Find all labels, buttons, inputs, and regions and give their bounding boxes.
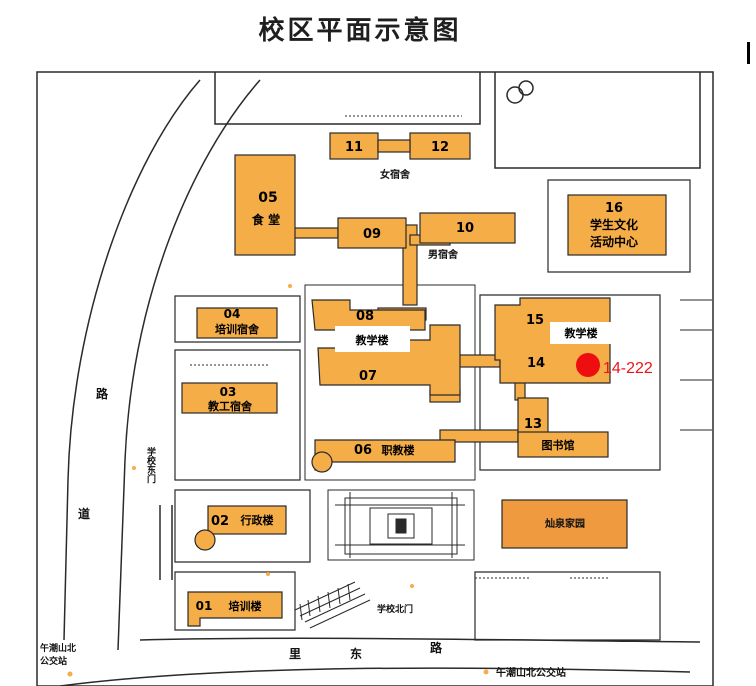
- building-16-line1: 学生文化: [590, 217, 638, 232]
- building-09-number: 09: [363, 227, 381, 242]
- building-05-number: 05: [258, 190, 277, 206]
- building-10-number: 10: [456, 221, 474, 236]
- building-06-number: 06: [354, 443, 372, 458]
- garden-label: 灿泉家园: [545, 517, 585, 530]
- left-road-edge-outer: [63, 79, 201, 641]
- block-16-area: [547, 179, 691, 273]
- building-garden: [501, 499, 628, 549]
- bus-stop-left-line2: 公交站: [40, 655, 67, 667]
- building-13: [517, 397, 549, 434]
- boys-dorm-label: 男宿舍: [428, 248, 459, 261]
- location-marker-label: 14-222: [603, 360, 653, 377]
- bus-stop-bottom-label: 午潮山北公交站: [496, 666, 566, 679]
- building-02-name: 行政楼: [240, 513, 274, 527]
- bottom-road-edge-lower: [59, 667, 691, 686]
- top-left-block: [214, 72, 481, 125]
- building-13-name: 图书馆: [542, 438, 575, 452]
- bus-stop-left-line1: 午潮山北: [40, 642, 76, 654]
- building-13-b: [517, 431, 609, 458]
- building-11: [329, 132, 379, 160]
- west-block-04: [174, 295, 301, 343]
- dot-4: [410, 584, 414, 588]
- teaching-left-label: 教学楼: [355, 333, 389, 347]
- building-12-number: 12: [431, 140, 449, 155]
- east-block-outline: [479, 294, 661, 471]
- building-03: [181, 382, 278, 414]
- bus-stop-dot-left: [67, 671, 73, 677]
- building-16: [567, 194, 667, 256]
- page-title: 校区平面示意图: [258, 16, 462, 46]
- dot-2: [132, 466, 136, 470]
- teaching-right-label: 教学楼: [564, 326, 598, 340]
- building-11-number: 11: [345, 140, 363, 155]
- bus-stop-dot-bottom: [483, 669, 489, 675]
- link-11-12: [377, 139, 411, 153]
- north-gate-label: 学校北门: [377, 603, 413, 615]
- building-02: [207, 505, 287, 535]
- building-12: [409, 132, 471, 160]
- tree-circle-1: [506, 86, 524, 104]
- top-right-block: [494, 72, 701, 169]
- edge-mark: [747, 42, 750, 64]
- building-04-number: 04: [224, 307, 241, 321]
- label-box-teaching-right: [550, 322, 612, 344]
- building-02-number: 02: [211, 514, 229, 529]
- building-07-number: 07: [359, 369, 377, 384]
- building-06-name: 职教楼: [382, 443, 415, 457]
- east-edge-buildings: [680, 299, 712, 431]
- building-03-name: 教工宿舍: [207, 399, 253, 413]
- left-road-char-1: 路: [96, 386, 109, 401]
- tree-circle-2: [518, 80, 534, 96]
- building-04: [196, 307, 278, 339]
- map-frame: [36, 71, 714, 686]
- bottom-road-edge-upper: [139, 637, 701, 643]
- girls-dorm-label: 女宿舍: [380, 168, 411, 181]
- west-block-03: [174, 349, 301, 481]
- dot-3: [266, 572, 270, 576]
- location-marker: [576, 353, 600, 377]
- building-03-number: 03: [220, 385, 237, 399]
- bottom-road-char-2: 东: [350, 646, 362, 661]
- building-01-name: 培训楼: [229, 599, 262, 613]
- building-02-round: [194, 529, 216, 551]
- dot-1: [288, 284, 292, 288]
- building-16-number: 16: [605, 201, 623, 216]
- left-road-char-2: 道: [78, 506, 90, 521]
- west-block-02: [174, 489, 311, 563]
- building-09: [337, 217, 407, 249]
- building-16-line2: 活动中心: [590, 234, 638, 249]
- building-10: [419, 212, 516, 244]
- building-05-name: 食 堂: [251, 212, 280, 227]
- central-plaza: [327, 489, 475, 561]
- building-04-name: 培训宿舍: [215, 322, 260, 336]
- building-13-number: 13: [524, 417, 542, 432]
- bottom-road-char-1: 里: [289, 646, 301, 661]
- left-road-edge-inner: [117, 79, 261, 651]
- building-08: [311, 299, 426, 331]
- building-01: [187, 591, 283, 627]
- building-05: [234, 154, 296, 256]
- bottom-road-char-3: 路: [430, 640, 443, 655]
- building-15-number: 15: [526, 313, 544, 328]
- building-06-round: [311, 451, 333, 473]
- north-gate-stripes: [294, 581, 371, 629]
- label-box-teaching-left: [335, 326, 410, 352]
- central-block: [304, 284, 476, 481]
- building-14-number: 14: [527, 356, 545, 371]
- building-shapes: [181, 132, 667, 627]
- east-gate-label: 学校东门: [145, 446, 156, 484]
- south-block-01: [174, 571, 296, 631]
- south-east-block: [474, 571, 661, 641]
- building-01-number: 01: [196, 599, 213, 613]
- building-08-number: 08: [356, 309, 374, 324]
